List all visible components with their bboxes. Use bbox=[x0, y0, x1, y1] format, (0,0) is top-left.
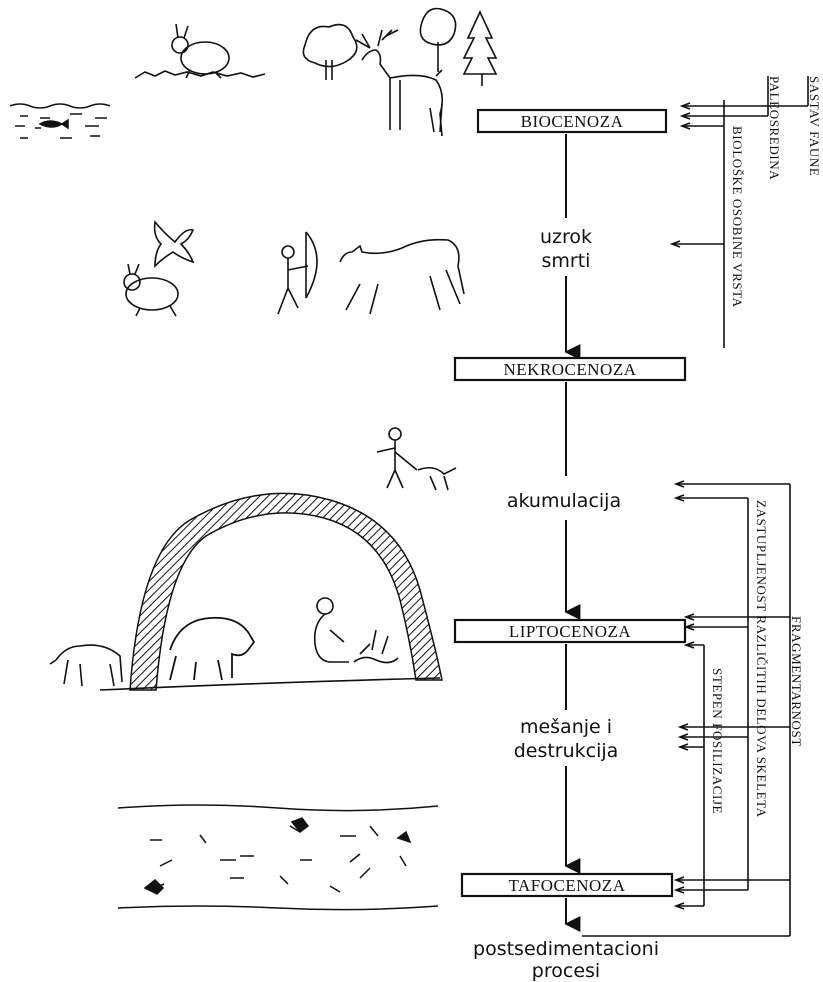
process-mesanje-line1: mešanje i bbox=[520, 716, 612, 738]
cave-illustration bbox=[100, 493, 442, 690]
rabbit-illustration bbox=[135, 24, 265, 78]
process-post-line2: procesi bbox=[532, 960, 600, 982]
dragging-man-illustration bbox=[377, 428, 456, 490]
factor-paleosredina: PALEOSREDINA bbox=[767, 76, 782, 180]
process-mesanje-line2: destrukcija bbox=[514, 740, 619, 762]
bird-hare-illustration bbox=[124, 222, 193, 316]
factor-zastupljenost: ZASTUPLJENOST RAZLIČITIH DELOVA SKELETA bbox=[754, 500, 769, 818]
factor-sastav-faune: SASTAV FAUNE bbox=[807, 76, 822, 176]
stage-liptocenoza: LIPTOCENOZA bbox=[455, 620, 685, 642]
stage-label-nekrocenoza: NEKROCENOZA bbox=[504, 360, 637, 379]
factor-bioloske: BIOLOŠKE OSOBINE VRSTA bbox=[730, 126, 745, 308]
stage-label-biocenoza: BIOCENOZA bbox=[521, 112, 624, 131]
trees-illustration bbox=[303, 9, 496, 87]
sediment-layer-illustration bbox=[118, 805, 438, 910]
hyena-illustration bbox=[50, 645, 122, 686]
factor-fragmentarnost: FRAGMENTARNOST bbox=[789, 616, 804, 747]
process-uzrok-line1: uzrok bbox=[540, 226, 592, 248]
stage-biocenoza: BIOCENOZA bbox=[478, 110, 666, 132]
stage-label-liptocenoza: LIPTOCENOZA bbox=[509, 622, 632, 641]
stage-label-tafocenoza: TAFOCENOZA bbox=[509, 876, 626, 895]
process-uzrok-line2: smrti bbox=[542, 250, 591, 272]
factor-stepen: STEPEN FOSILIZACIJE bbox=[710, 668, 725, 814]
process-post-line1: postsedimentacioni bbox=[473, 938, 659, 960]
stage-tafocenoza: TAFOCENOZA bbox=[462, 874, 672, 896]
water-fish-illustration bbox=[10, 104, 110, 138]
process-akumulacija: akumulacija bbox=[507, 490, 621, 512]
bear-illustration bbox=[170, 618, 254, 680]
stage-nekrocenoza: NEKROCENOZA bbox=[455, 358, 685, 380]
hunter-deer-illustration bbox=[278, 232, 464, 314]
deer-illustration bbox=[356, 30, 442, 136]
fire-man-illustration bbox=[315, 598, 398, 663]
